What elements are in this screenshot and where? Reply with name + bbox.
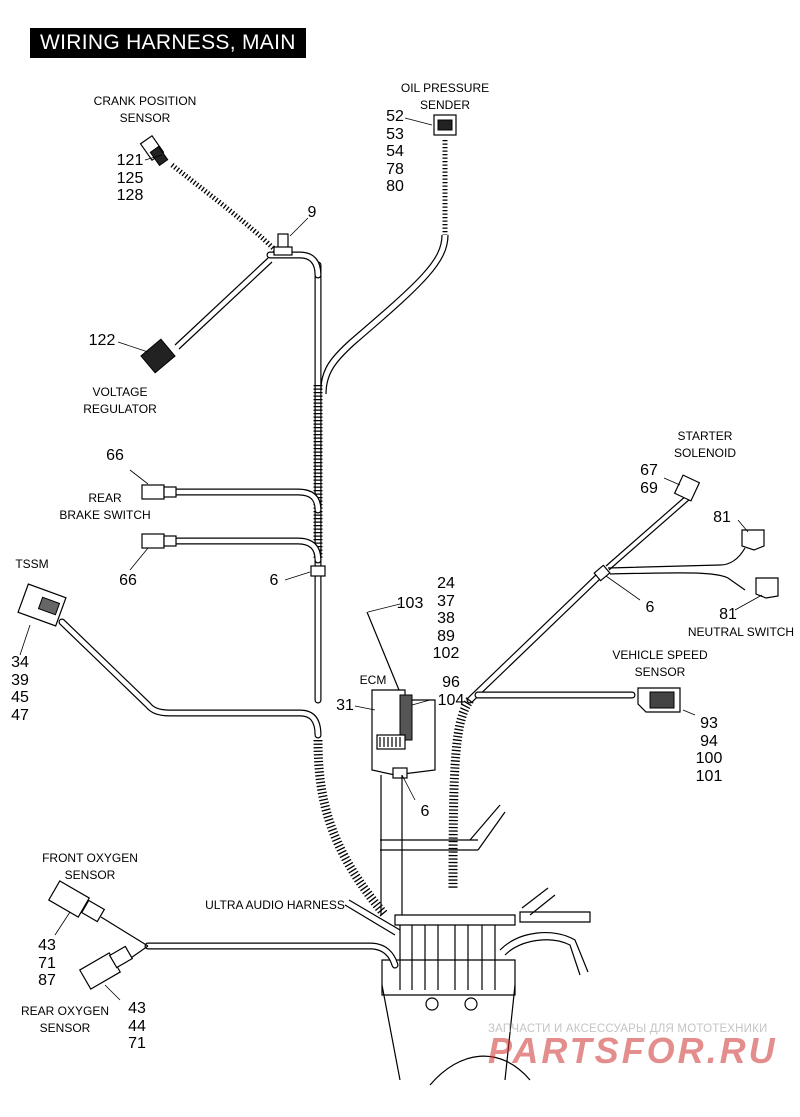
rear-oxygen-sensor-label: REAR OXYGEN SENSOR [20,1004,110,1035]
crank-callouts: 121 125 128 [116,152,144,204]
page-title: WIRING HARNESS, MAIN [30,28,306,58]
tssm-label: TSSM [15,557,49,571]
neutral-switch-callout-bottom: 81 [719,606,737,623]
clip-6-ecm-callout: 6 [420,803,430,820]
ecm-label: ECM [359,673,387,687]
rear-oxygen-sensor-callouts: 43 44 71 [128,1000,146,1052]
oil-pressure-callouts: 52 53 54 78 80 [386,108,404,195]
ecm-31-callout: 31 [336,697,354,714]
watermark-tagline: ЗАПЧАСТИ И АКСЕССУАРЫ ДЛЯ МОТОТЕХНИКИ [488,1023,768,1035]
front-oxygen-sensor-label: FRONT OXYGEN SENSOR [42,851,138,882]
rear-oxygen-sensor-icon [78,945,134,990]
starter-solenoid-label: STARTER SOLENOID [673,429,736,460]
crank-position-sensor-label: CRANK POSITION SENSOR [93,94,197,125]
rear-brake-switch-label: REAR BRAKE SWITCH [59,491,151,522]
vehicle-speed-sensor-callouts: 93 94 100 101 [695,715,723,785]
regulator-callout: 122 [88,332,116,349]
neutral-switch-callout-top: 81 [713,509,731,526]
brake-switch-callout-top: 66 [106,447,124,464]
front-oxygen-sensor-callouts: 43 71 87 [38,937,56,989]
ecm-103-callout: 103 [396,595,424,612]
brake-switch-connector-icon [141,484,177,549]
ecm-96-104-callouts: 96 104 [437,674,465,709]
neutral-switch-connector-icon [741,529,779,599]
neutral-switch-label: NEUTRAL SWITCH [687,625,795,639]
ecm-group-callouts: 24 37 38 89 102 [432,575,460,662]
clip-6-right-callout: 6 [645,599,655,616]
watermark-brand: PARTSFOR.RU [488,1030,778,1071]
starter-solenoid-connector-icon [673,474,701,502]
vehicle-speed-sensor-icon [637,687,681,713]
clip-9-icon [273,233,293,256]
tssm-module-icon [17,583,67,627]
clip-6-left-callout: 6 [269,572,279,589]
vehicle-speed-sensor-label: VEHICLE SPEED SENSOR [612,648,708,679]
ultra-audio-harness-label: ULTRA AUDIO HARNESS [205,898,345,912]
oil-pressure-sender-icon [433,114,457,136]
clip-6-right-icon [593,564,611,582]
front-oxygen-sensor-icon [47,880,106,923]
voltage-regulator-label: VOLTAGE REGULATOR [83,385,157,416]
oil-pressure-sender-label: OIL PRESSURE SENDER [400,81,490,112]
brake-switch-callout-bottom: 66 [119,572,137,589]
tssm-callouts: 34 39 45 47 [11,654,29,724]
starter-solenoid-callouts: 67 69 [640,462,658,497]
clip-9-callout: 9 [307,204,317,221]
voltage-regulator-connector-icon [140,338,176,374]
